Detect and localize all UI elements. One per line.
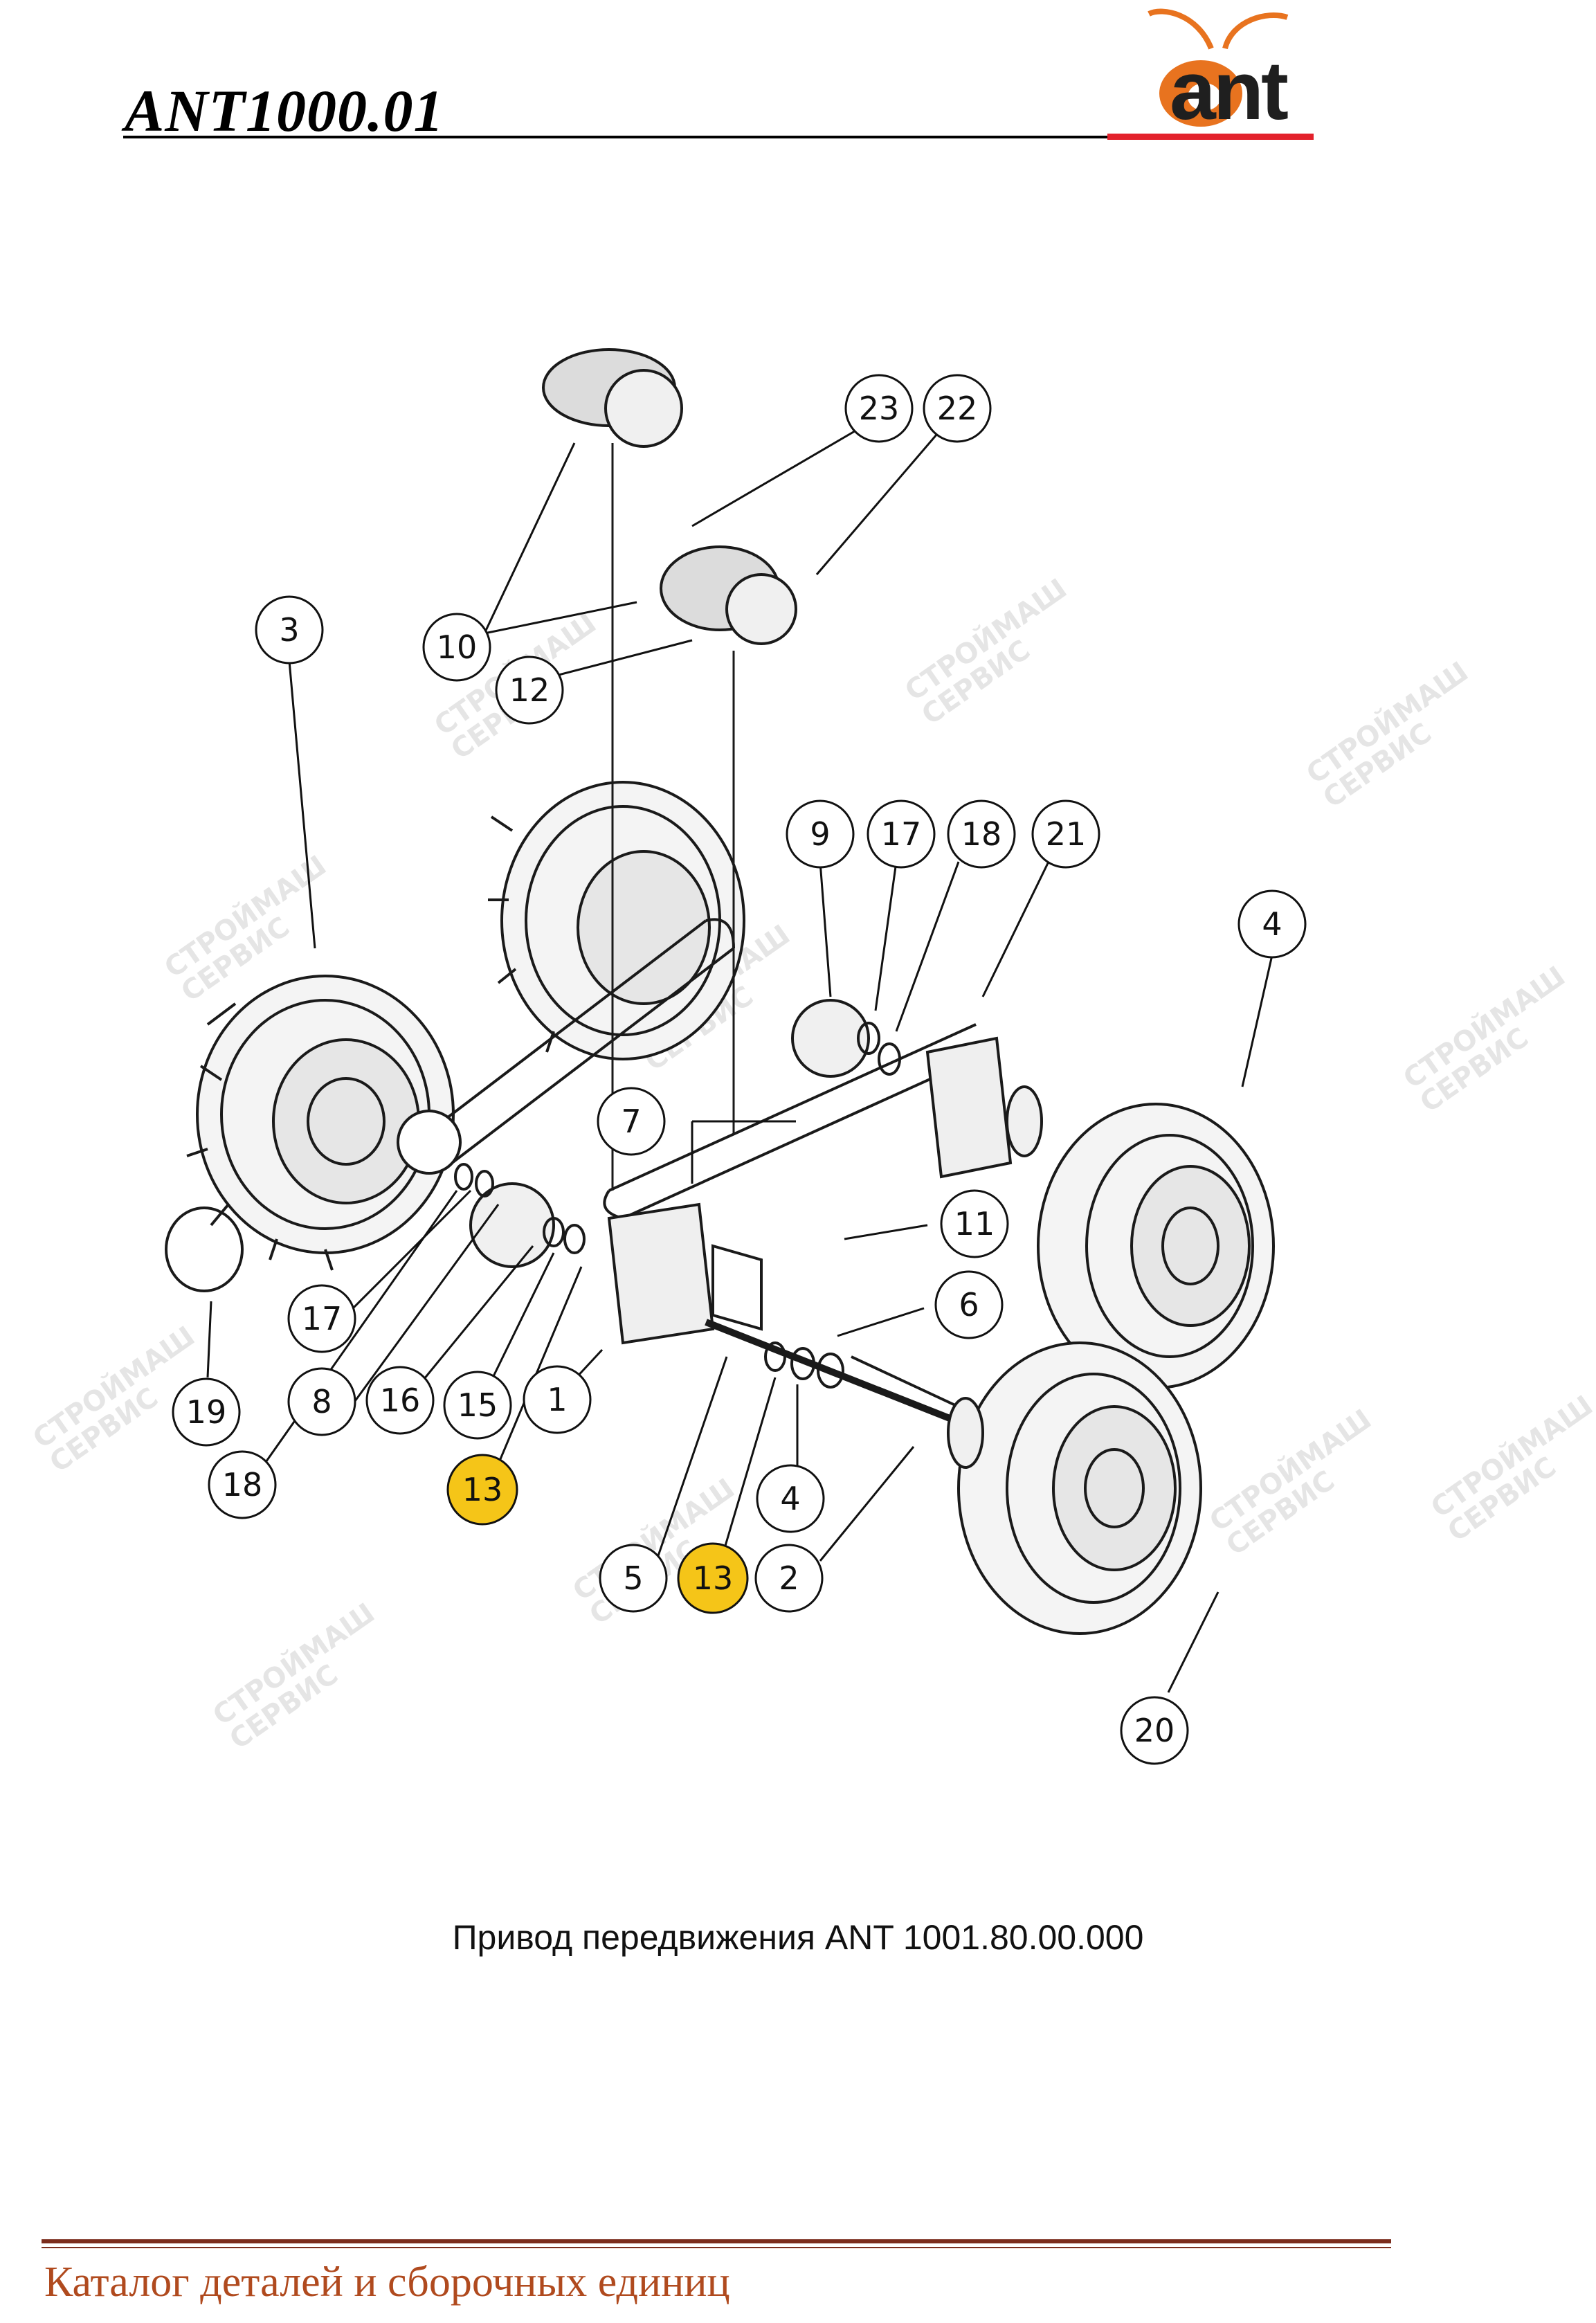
- callout-9: 9: [786, 799, 855, 869]
- callout-label: 9: [810, 815, 830, 853]
- callout-18: 18: [947, 799, 1016, 869]
- callout-17: 17: [867, 799, 936, 869]
- callout-7: 7: [597, 1087, 666, 1156]
- callout-23: 23: [844, 374, 914, 443]
- wheel-back: [488, 781, 745, 1060]
- header-accent-rule: [1107, 134, 1314, 140]
- callout-label: 3: [279, 611, 299, 649]
- callout-18b: 18: [208, 1450, 277, 1519]
- callout-label: 12: [509, 671, 550, 709]
- callout-13b-highlight: 13: [677, 1542, 749, 1614]
- logo-wordmark: ant: [1170, 44, 1289, 137]
- callout-10: 10: [422, 613, 491, 682]
- callout-20: 20: [1120, 1696, 1189, 1765]
- callout-1: 1: [523, 1365, 592, 1434]
- callouts: 3 10 12 23 22 9 17 18 21 4 7 11 6 17 19 …: [172, 374, 1307, 1765]
- hydraulic-motor-12: [660, 545, 797, 645]
- callout-label: 2: [779, 1560, 799, 1597]
- callout-label: 6: [959, 1286, 979, 1323]
- callout-label: 13: [693, 1560, 734, 1597]
- callout-label: 19: [186, 1393, 227, 1431]
- hydraulic-motor-10: [542, 348, 683, 448]
- ant-logo-graphic: [1148, 8, 1289, 127]
- footer-rule-thin: [42, 2247, 1391, 2248]
- callout-6: 6: [934, 1270, 1004, 1339]
- callout-label: 1: [547, 1381, 567, 1418]
- callout-3: 3: [255, 595, 324, 665]
- callout-13a-highlight: 13: [446, 1454, 518, 1526]
- figure-caption: Привод передвижения ANT 1001.80.00.000: [452, 1918, 1144, 1957]
- callout-16: 16: [365, 1366, 435, 1435]
- callout-label: 17: [881, 815, 922, 853]
- callout-12: 12: [495, 656, 564, 725]
- callout-15: 15: [443, 1371, 512, 1440]
- callout-label: 4: [780, 1480, 800, 1517]
- callout-8: 8: [287, 1367, 356, 1436]
- callout-label: 23: [859, 390, 900, 427]
- callout-label: 20: [1134, 1712, 1175, 1749]
- footer-rule: [42, 2239, 1391, 2243]
- callout-4: 4: [1237, 889, 1307, 959]
- callout-2: 2: [754, 1544, 824, 1613]
- callout-label: 4: [1262, 905, 1282, 943]
- sprocket-9: [791, 999, 870, 1078]
- document-code: ANT1000.01: [125, 78, 444, 144]
- wheel-3: [186, 975, 455, 1271]
- callout-4b: 4: [756, 1464, 825, 1533]
- callout-label: 17: [302, 1300, 343, 1337]
- chain-left: [410, 918, 735, 1171]
- footer-title: Каталог деталей и сборочных единиц: [44, 2259, 730, 2306]
- wheel-front: [957, 1341, 1202, 1635]
- callout-label: 11: [954, 1205, 995, 1242]
- callout-label: 21: [1046, 815, 1087, 853]
- callout-label: 22: [937, 390, 978, 427]
- callout-21: 21: [1031, 799, 1100, 869]
- callout-label: 10: [437, 629, 478, 666]
- leader-lines: [206, 428, 1273, 1693]
- callout-11: 11: [940, 1189, 1009, 1258]
- callout-label: 15: [457, 1386, 498, 1424]
- callout-label: 8: [311, 1383, 332, 1420]
- callout-label: 18: [961, 815, 1002, 853]
- wheel-4: [1037, 1103, 1275, 1389]
- callout-label: 16: [380, 1382, 421, 1419]
- callout-label: 13: [462, 1471, 503, 1508]
- callout-label: 5: [623, 1560, 643, 1597]
- callout-19: 19: [172, 1377, 241, 1447]
- callout-label: 18: [222, 1466, 263, 1503]
- o-ring-19: [165, 1206, 244, 1292]
- callout-22: 22: [923, 374, 992, 443]
- callout-label: 7: [621, 1103, 641, 1140]
- callout-17b: 17: [287, 1284, 356, 1353]
- header-rule: [123, 136, 1314, 138]
- callout-5: 5: [599, 1544, 668, 1613]
